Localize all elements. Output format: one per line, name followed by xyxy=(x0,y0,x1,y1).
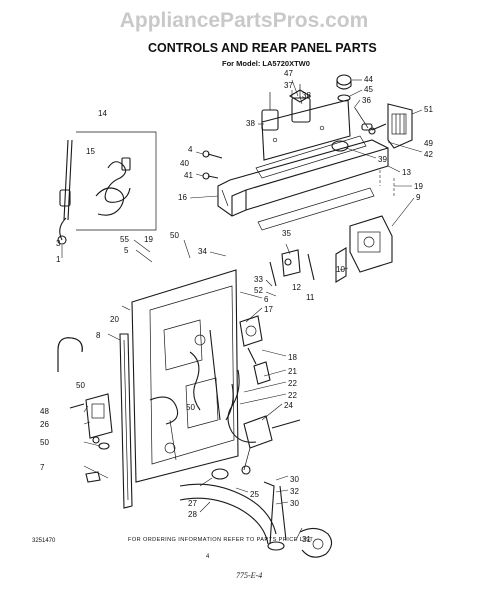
callout-1: 1 xyxy=(56,255,61,264)
timer-bracket xyxy=(368,103,413,149)
callout-8: 8 xyxy=(96,331,101,340)
page-number: 4 xyxy=(206,554,210,560)
callout-13: 13 xyxy=(402,168,411,177)
callout-22: 22 xyxy=(288,379,297,388)
diagram-title: CONTROLS AND REAR PANEL PARTS xyxy=(148,41,377,55)
callout-55: 55 xyxy=(120,235,129,244)
callout-35: 35 xyxy=(282,229,291,238)
callout-9: 9 xyxy=(416,193,421,202)
callout-5: 5 xyxy=(124,246,129,255)
callout-50: 50 xyxy=(186,403,195,412)
callout-41: 41 xyxy=(184,171,193,180)
pressure-switch xyxy=(239,315,271,385)
callout-labels: 47 37 38 38 44 45 36 51 49 42 39 14 15 4… xyxy=(40,69,433,544)
callout-7: 7 xyxy=(40,463,45,472)
callout-42: 42 xyxy=(424,150,433,159)
callout-44: 44 xyxy=(364,75,373,84)
callout-50: 50 xyxy=(76,381,85,390)
callout-51: 51 xyxy=(424,105,433,114)
model-number: For Model: LA5720XTW0 xyxy=(222,59,310,68)
callout-31: 31 xyxy=(302,535,311,544)
callout-19: 19 xyxy=(414,182,423,191)
terminal-block xyxy=(269,249,315,287)
callout-19: 19 xyxy=(144,235,153,244)
console-bracket xyxy=(257,170,395,231)
rear-panel xyxy=(131,269,239,483)
callout-36: 36 xyxy=(362,96,371,105)
callout-16: 16 xyxy=(178,193,187,202)
drain-hose xyxy=(179,468,287,551)
callout-17: 17 xyxy=(264,305,273,314)
callout-34: 34 xyxy=(198,247,207,256)
power-cord-set xyxy=(57,131,157,245)
callout-49: 49 xyxy=(424,139,433,148)
console-screws xyxy=(202,150,223,180)
handwritten-note: 775-E-4 xyxy=(236,571,262,580)
callout-37: 37 xyxy=(284,81,293,90)
callout-18: 18 xyxy=(288,353,297,362)
callout-48: 48 xyxy=(40,407,49,416)
water-valve xyxy=(69,393,113,444)
callout-24: 24 xyxy=(284,401,293,410)
drain-hose-hook xyxy=(57,337,83,372)
callout-32: 32 xyxy=(290,487,299,496)
ordering-note: FOR ORDERING INFORMATION REFER TO PARTS … xyxy=(128,537,313,543)
callout-26: 26 xyxy=(40,420,49,429)
callout-30: 30 xyxy=(290,475,299,484)
callout-33: 33 xyxy=(254,275,263,284)
callout-10: 10 xyxy=(336,265,345,274)
callout-12: 12 xyxy=(292,283,301,292)
callout-28: 28 xyxy=(188,510,197,519)
callout-6: 6 xyxy=(264,295,269,304)
leader-lines xyxy=(61,79,423,541)
callout-50: 50 xyxy=(170,231,179,240)
callout-52: 52 xyxy=(254,286,263,295)
figure-code: 3251470 xyxy=(32,538,56,544)
callout-38: 38 xyxy=(302,91,311,100)
side-rail xyxy=(119,333,133,509)
callout-47: 47 xyxy=(284,69,293,78)
control-console xyxy=(217,99,389,217)
knob-assembly xyxy=(261,74,373,131)
callout-39: 39 xyxy=(378,155,387,164)
hose-clamps-left xyxy=(85,442,110,483)
inlet-hose-assembly xyxy=(225,369,301,475)
callout-40: 40 xyxy=(180,159,189,168)
callout-15: 15 xyxy=(86,147,95,156)
callout-27: 27 xyxy=(188,499,197,508)
callout-38: 38 xyxy=(246,119,255,128)
callout-21: 21 xyxy=(288,367,297,376)
callout-20: 20 xyxy=(110,315,119,324)
callout-11: 11 xyxy=(306,293,315,302)
callout-3: 3 xyxy=(56,239,61,248)
pump-outlet xyxy=(299,527,333,558)
callout-50: 50 xyxy=(40,438,49,447)
callout-22: 22 xyxy=(288,391,297,400)
callout-25: 25 xyxy=(250,490,259,499)
callout-4: 4 xyxy=(188,145,193,154)
callout-45: 45 xyxy=(364,85,373,94)
callout-14: 14 xyxy=(98,109,107,118)
motor-switch xyxy=(335,215,393,283)
callout-30: 30 xyxy=(290,499,299,508)
watermark-text: AppliancePartsPros.com xyxy=(120,9,369,32)
